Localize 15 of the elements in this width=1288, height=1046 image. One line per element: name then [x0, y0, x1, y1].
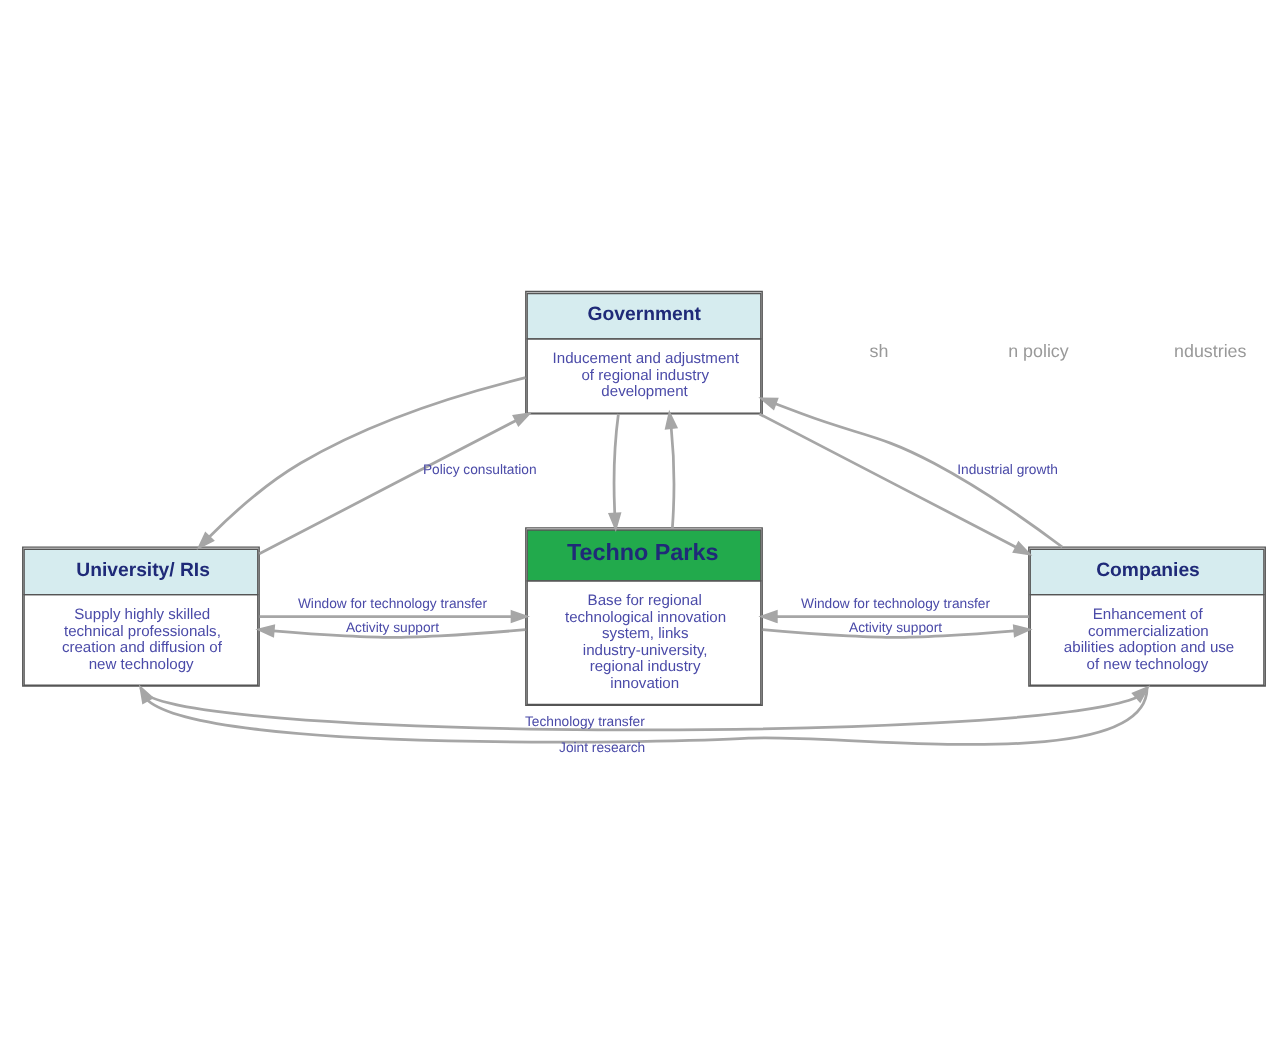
arrow — [138, 683, 1149, 745]
arrow — [758, 608, 1029, 623]
arrow — [762, 623, 1033, 638]
arrow — [608, 412, 622, 531]
arrow — [664, 408, 679, 527]
arrow — [758, 411, 1033, 555]
arrow — [258, 411, 533, 554]
label: sh — [869, 340, 889, 361]
label: ndustries — [1174, 340, 1247, 361]
label: n policy — [1008, 340, 1069, 361]
arrow — [140, 684, 1151, 731]
arrow — [758, 396, 1064, 548]
arrow — [255, 623, 526, 638]
arrow — [259, 608, 530, 623]
arrow — [196, 375, 526, 549]
